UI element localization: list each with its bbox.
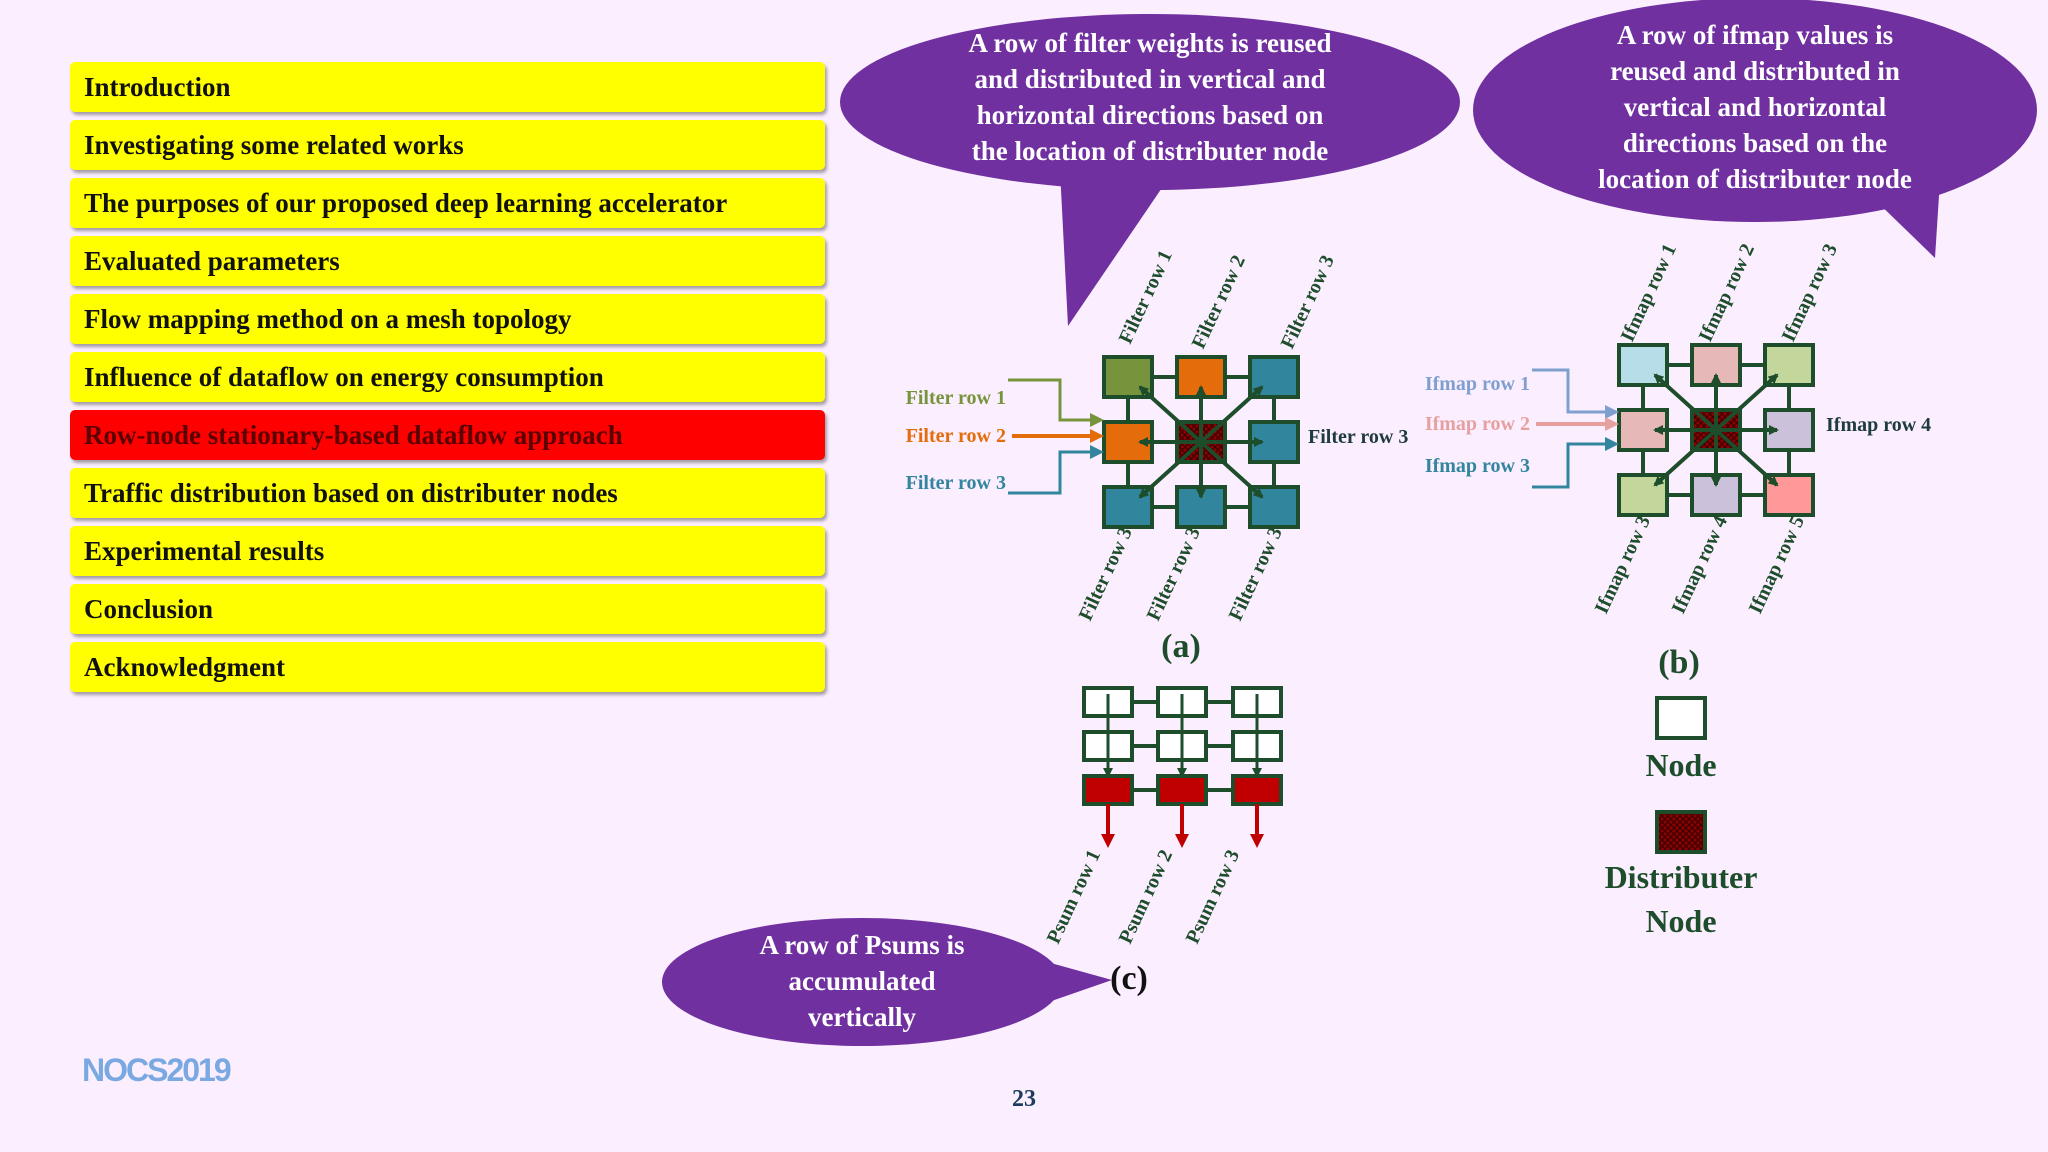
toc-item[interactable]: Influence of dataflow on energy consumpt…	[70, 352, 825, 402]
ifmap-left-label: Ifmap row 1	[1425, 373, 1530, 395]
callout-line: vertically	[808, 1002, 916, 1032]
callout-line: horizontal directions based on	[977, 100, 1324, 130]
psum-label: Psum row 1	[1043, 847, 1106, 948]
legend: Node Distributer Node	[1605, 696, 1758, 939]
callout-line: A row of Psums is	[759, 930, 964, 960]
filter-bottom-label: Filter row 3	[1225, 524, 1287, 624]
psum-label: Psum row 3	[1182, 847, 1245, 948]
grid-node	[1763, 408, 1815, 452]
callout-psum: A row of Psums is accumulated vertically	[662, 918, 1112, 1046]
filter-left-label: Filter row 1	[906, 387, 1006, 409]
toc-item[interactable]: Traffic distribution based on distribute…	[70, 468, 825, 518]
toc-item[interactable]: Conclusion	[70, 584, 825, 634]
ifmap-left-label: Ifmap row 2	[1425, 413, 1530, 435]
caption-a: (a)	[1161, 628, 1201, 665]
callout-line: accumulated	[789, 966, 936, 996]
callout-filter: A row of filter weights is reused and dis…	[840, 14, 1460, 326]
filter-top-label: Filter row 2	[1188, 252, 1250, 352]
grid-node	[1763, 343, 1815, 387]
callout-line: vertical and horizontal	[1624, 92, 1887, 122]
filter-bottom-label: Filter row 3	[1075, 524, 1137, 624]
callout-filter-text: A row of filter weights is reused and dis…	[969, 28, 1332, 166]
ifmap-top-label: Ifmap row 2	[1695, 240, 1759, 345]
ifmap-top-label: Ifmap row 3	[1778, 240, 1842, 345]
filter-top-label: Filter row 3	[1277, 252, 1339, 352]
toc-item[interactable]: Evaluated parameters	[70, 236, 825, 286]
toc-item[interactable]: Acknowledgment	[70, 642, 825, 692]
filter-top-label: Filter row 1	[1115, 247, 1177, 347]
callout-line: the location of distributer node	[972, 136, 1329, 166]
toc-item[interactable]: Introduction	[70, 62, 825, 112]
callout-ifmap: A row of ifmap values is reused and distr…	[1473, 0, 2037, 258]
ifmap-right-label: Ifmap row 4	[1826, 414, 1931, 436]
toc-item[interactable]: The purposes of our proposed deep learni…	[70, 178, 825, 228]
psum-label: Psum row 2	[1115, 847, 1178, 948]
callout-ifmap-text: A row of ifmap values is reused and distr…	[1598, 20, 1912, 194]
callout-psum-text: A row of Psums is accumulated vertically	[759, 930, 964, 1032]
page-number: 23	[1012, 1086, 1036, 1112]
ifmap-bottom-label: Ifmap row 3	[1591, 512, 1655, 617]
legend-node-swatch	[1655, 696, 1707, 740]
toc-item[interactable]: Row-node stationary-based dataflow appro…	[70, 410, 825, 460]
psum-output-node	[1082, 774, 1134, 806]
legend-distributer-label-2: Node	[1645, 903, 1716, 939]
psum-output-node	[1156, 774, 1208, 806]
filter-right-label: Filter row 3	[1308, 426, 1408, 448]
caption-c: (c)	[1110, 960, 1148, 997]
legend-distributer-swatch	[1655, 810, 1707, 854]
callout-line: reused and distributed in	[1610, 56, 1900, 86]
filter-left-label: Filter row 2	[906, 425, 1006, 447]
legend-distributer-label-1: Distributer	[1605, 859, 1758, 895]
caption-b: (b)	[1658, 644, 1700, 681]
callout-line: location of distributer node	[1598, 164, 1912, 194]
ifmap-bottom-label: Ifmap row 4	[1668, 512, 1732, 617]
legend-node-label: Node	[1645, 747, 1716, 783]
ifmap-top-label: Ifmap row 1	[1617, 240, 1681, 345]
ifmap-bottom-label: Ifmap row 5	[1745, 512, 1809, 617]
psum-output-node	[1231, 774, 1283, 806]
callout-line: directions based on the	[1623, 128, 1887, 158]
filter-left-label: Filter row 3	[906, 472, 1006, 494]
callout-line: and distributed in vertical and	[974, 64, 1325, 94]
callout-line: A row of filter weights is reused	[969, 28, 1332, 58]
filter-bottom-label: Filter row 3	[1143, 524, 1205, 624]
callout-line: A row of ifmap values is	[1617, 20, 1893, 50]
nocs-logo: NOCS2019	[82, 1052, 232, 1088]
toc-item[interactable]: Investigating some related works	[70, 120, 825, 170]
toc-item[interactable]: Experimental results	[70, 526, 825, 576]
toc-item[interactable]: Flow mapping method on a mesh topology	[70, 294, 825, 344]
ifmap-left-label: Ifmap row 3	[1425, 455, 1530, 477]
